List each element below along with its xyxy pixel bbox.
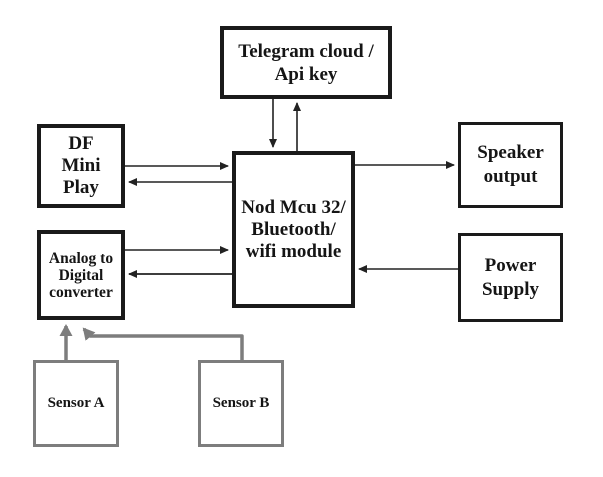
node-sensor-a: Sensor A [33, 360, 119, 447]
node-df-mini-play: DF Mini Play [37, 124, 125, 208]
node-sensor-b-label: Sensor B [212, 395, 270, 411]
node-df-mini-play-label: DF Mini Play [61, 133, 101, 198]
node-telegram-cloud-label: Telegram cloud / Api key [238, 40, 374, 85]
node-speaker-output: Speaker output [458, 122, 563, 208]
node-nodemcu-module-label: Nod Mcu 32/ Bluetooth/ wifi module [241, 196, 346, 262]
node-power-supply: Power Supply [458, 233, 563, 322]
node-sensor-a-label: Sensor A [47, 395, 105, 411]
edge-sensor-b-to-adc [82, 327, 244, 361]
node-telegram-cloud: Telegram cloud / Api key [220, 26, 392, 99]
node-nodemcu-module: Nod Mcu 32/ Bluetooth/ wifi module [232, 151, 355, 308]
node-power-supply-label: Power Supply [481, 254, 540, 300]
node-sensor-b: Sensor B [198, 360, 284, 447]
node-analog-digital-converter-label: Analog to Digital converter [48, 249, 114, 301]
node-speaker-output-label: Speaker output [477, 142, 544, 187]
node-analog-digital-converter: Analog to Digital converter [37, 230, 125, 320]
